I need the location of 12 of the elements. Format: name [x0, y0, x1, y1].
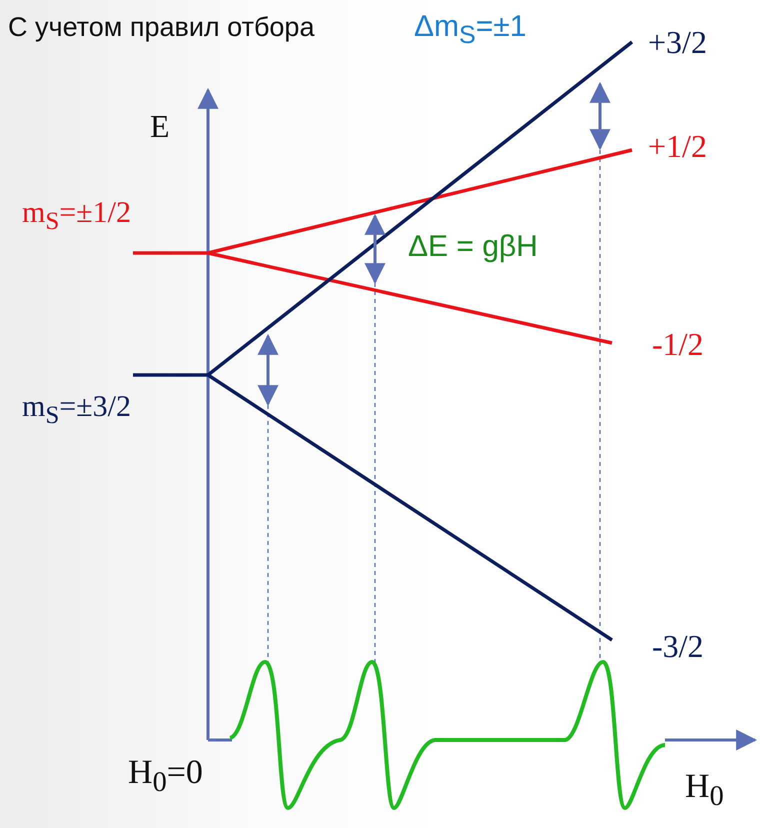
- axis-label: H$_{0}$: [685, 770, 724, 812]
- selection-rule-text: Δm$_{S}$=±1: [414, 12, 526, 48]
- heading-text: С учетом правил отбора: [8, 14, 314, 41]
- axis-label: E: [150, 110, 170, 142]
- axis-label: H$_{0}$=0: [128, 756, 203, 798]
- spin-state-label: -3/2: [652, 630, 704, 662]
- energy-gap-formula: ΔE = gβH: [408, 232, 538, 262]
- spin-state-label: -1/2: [652, 328, 704, 360]
- level-label: m$_{S}$=±3/2: [22, 392, 131, 428]
- spin-state-label: +1/2: [648, 130, 707, 162]
- spin-state-label: +3/2: [648, 26, 707, 58]
- level-label: m$_{S}$=±1/2: [22, 198, 131, 234]
